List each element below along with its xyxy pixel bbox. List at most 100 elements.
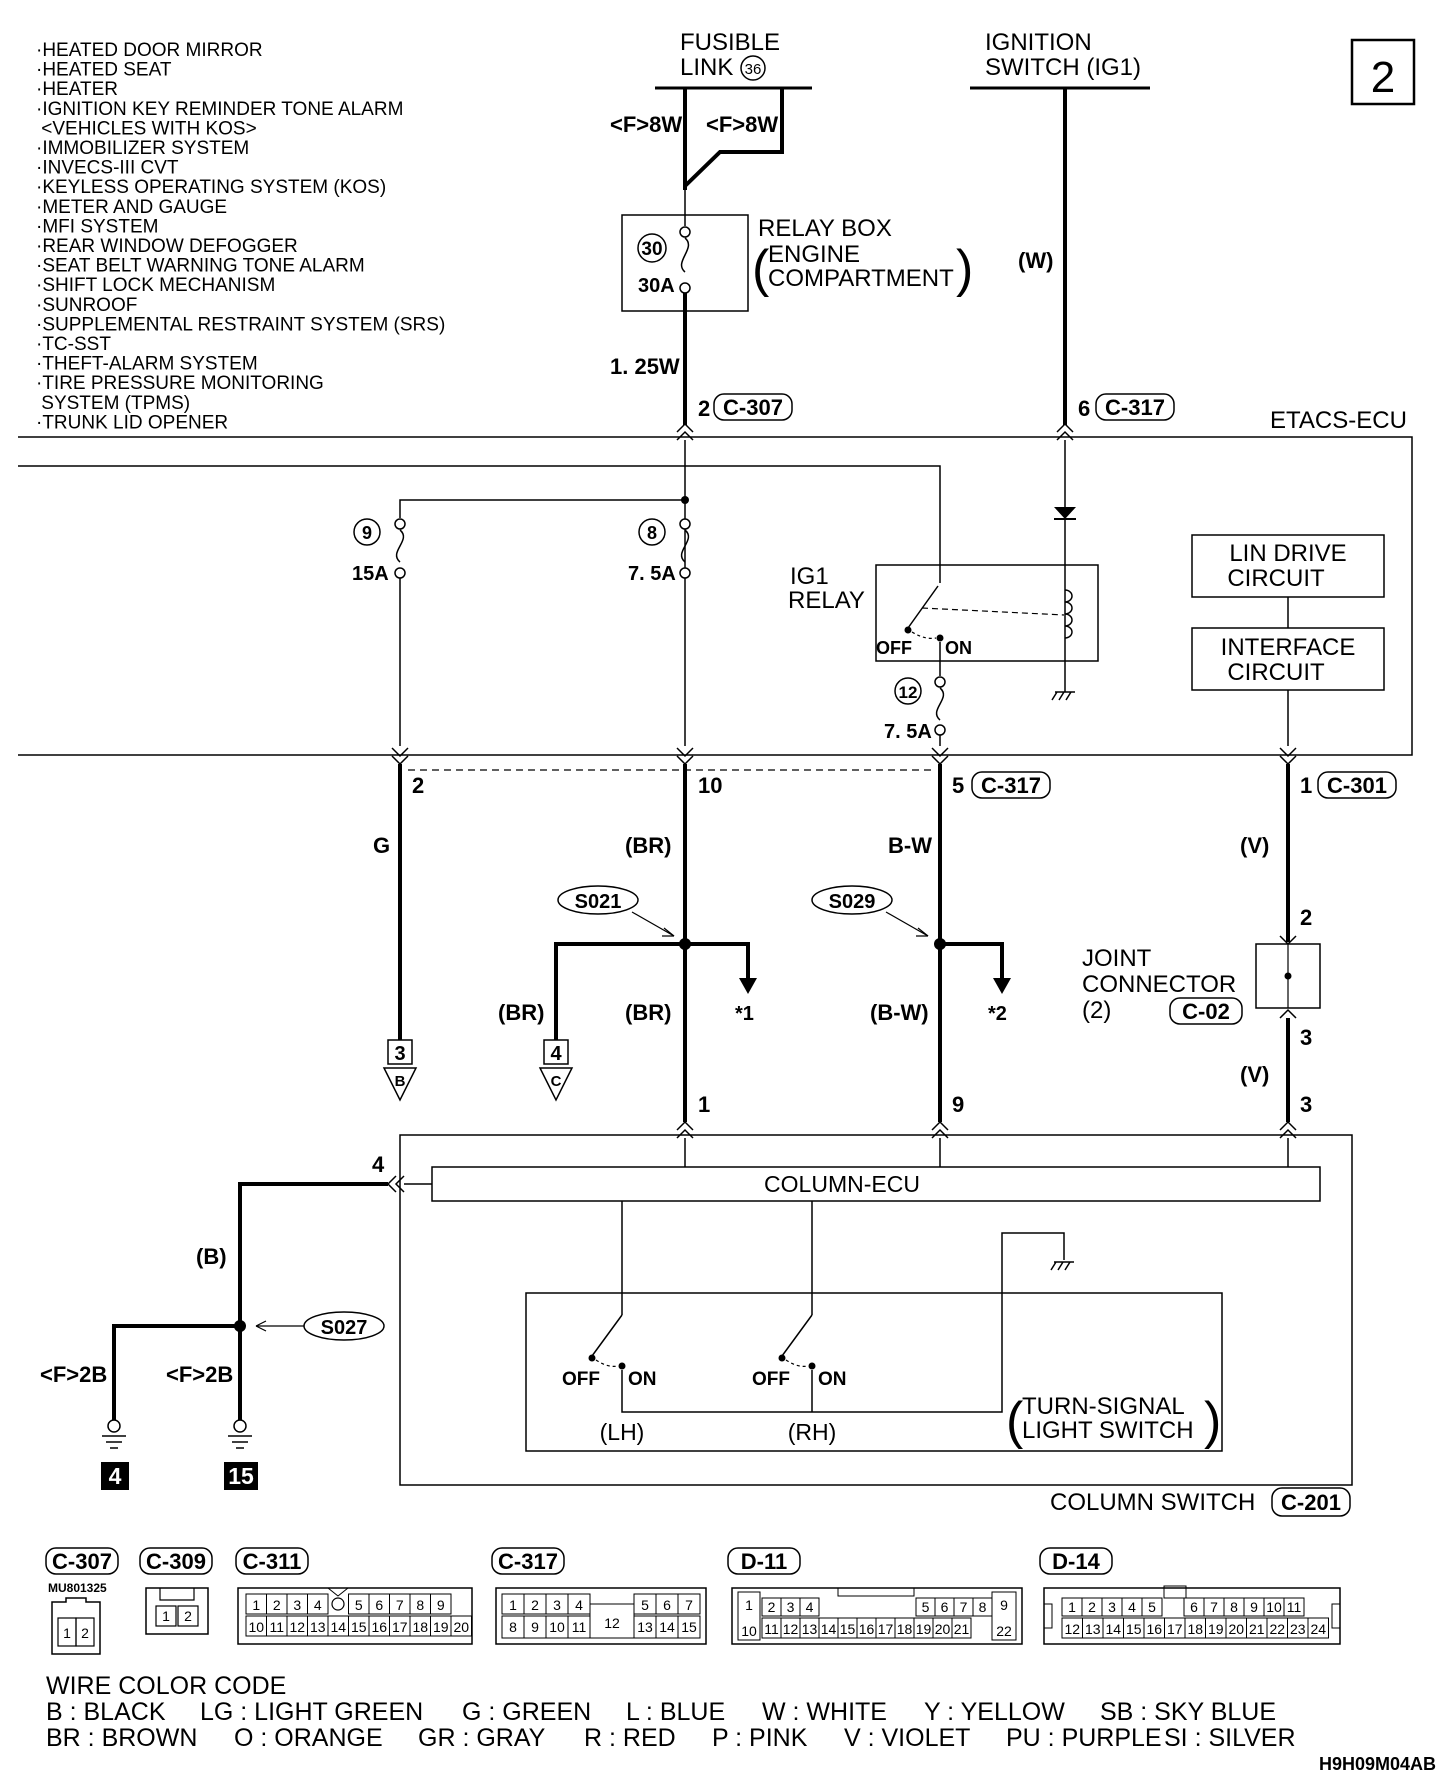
fuse-8-number: 8 <box>647 523 657 543</box>
wire-turn-signal-common <box>621 1232 1065 1413</box>
fuse-30-element <box>680 237 690 273</box>
d11-bot-pin: 19 <box>916 1621 932 1637</box>
fuse-12-number: 12 <box>899 683 918 702</box>
d11-right-cavity <box>991 1591 1017 1641</box>
d14-top-cavity <box>1283 1597 1305 1617</box>
ref-b-triangle <box>382 1067 418 1102</box>
d14-top-pin: 11 <box>1287 1599 1302 1615</box>
d11-title: D-11 <box>741 1549 787 1574</box>
c317-top-pin: 5 <box>641 1597 649 1613</box>
splice-s027-oval <box>303 1311 385 1341</box>
turn-lh-label: (LH) <box>600 1419 645 1445</box>
d14-left-key <box>1044 1603 1053 1629</box>
ig1-relay-off-dash <box>911 631 937 639</box>
ig1-relay-coil-link <box>921 607 1065 616</box>
d11-bot-pin: 13 <box>802 1621 818 1637</box>
c317-top-pin: 2 <box>531 1597 539 1613</box>
d11-left-top-pin: 1 <box>745 1597 753 1613</box>
c311-top-pin: 6 <box>375 1597 383 1613</box>
c311-bot-pin: 10 <box>248 1619 264 1635</box>
note-1: *1 <box>735 1003 754 1025</box>
c311-title-box <box>235 1547 309 1575</box>
d11-bot-pin: 12 <box>783 1621 799 1637</box>
d11-bot-pin: 11 <box>764 1621 779 1637</box>
fusible-link-label: FUSIBLE <box>680 29 780 56</box>
d14-top-pin: 6 <box>1190 1599 1198 1615</box>
c307-part-number: MU801325 <box>48 1581 107 1595</box>
c311-top-pin: 1 <box>252 1597 260 1613</box>
fuse-12-element <box>935 687 945 721</box>
fuse-12-terminal-bottom <box>934 724 946 736</box>
c317-top-pin: 4 <box>575 1597 583 1613</box>
relay-box-label-1: RELAY BOX <box>758 215 892 242</box>
ground-4-label: 4 <box>109 1463 122 1489</box>
wire-f8w-left: <F>8W <box>610 112 682 137</box>
turn-lh-on: ON <box>628 1369 657 1390</box>
c317-center-pin: 12 <box>604 1615 620 1631</box>
system-list-item: ·KEYLESS OPERATING SYSTEM (KOS) <box>36 177 386 198</box>
ref-b-number-box <box>387 1039 413 1065</box>
d14-top-cavity <box>1141 1597 1163 1617</box>
d11-bot-cavity <box>951 1617 972 1639</box>
c301-id: C-301 <box>1327 773 1387 798</box>
c309-latch <box>159 1588 195 1601</box>
relay-box-label-2: ENGINE <box>768 241 860 268</box>
ref-c-triangle <box>538 1067 574 1102</box>
etacs-pin1-arrow <box>1279 747 1297 766</box>
relay-box-fuse-no: 30 <box>641 239 662 260</box>
ground-4-box <box>101 1462 129 1490</box>
wire-color-code-title: WIRE COLOR CODE <box>46 1672 286 1700</box>
system-list-item: ·SUNROOF <box>36 295 137 316</box>
joint-connector-label-2: CONNECTOR <box>1082 971 1236 998</box>
d14-bot-pin: 14 <box>1105 1621 1121 1637</box>
d14-bot-pin: 22 <box>1269 1621 1285 1637</box>
ig1-relay-off: OFF <box>876 638 912 658</box>
column-pin3-arrow <box>1279 1120 1297 1139</box>
etacs-pin10: 10 <box>698 773 722 798</box>
wire-bw-label: B-W <box>888 833 932 858</box>
joint-connector-id: C-02 <box>1182 999 1230 1024</box>
c311-top-pin: 7 <box>396 1597 404 1613</box>
c317-bot-pin: 13 <box>637 1619 653 1635</box>
c307-title: C-307 <box>52 1549 112 1574</box>
etacs-pin5: 5 <box>952 773 964 798</box>
c311-bot-pin: 14 <box>330 1619 346 1635</box>
fuse-9-element <box>395 529 405 563</box>
ground-4-icon <box>102 1435 126 1449</box>
etacs-pin2-arrow <box>391 747 409 766</box>
d14-top-pin: 9 <box>1250 1599 1258 1615</box>
d11-top-pin: 8 <box>979 1599 987 1615</box>
splice-s029-pointer <box>885 911 929 937</box>
system-list-item: ·TRUNK LID OPENER <box>36 412 228 433</box>
d14-top-pin: 4 <box>1128 1599 1136 1615</box>
c311-top-pin: 4 <box>314 1597 322 1613</box>
system-list: ·HEATED DOOR MIRROR·HEATED SEAT·HEATER·I… <box>36 40 445 433</box>
ref-c-number-box <box>543 1039 569 1065</box>
d14-title-box <box>1039 1547 1113 1575</box>
fuse-8-terminal-top <box>679 518 691 530</box>
c317-bot-pin: 10 <box>549 1619 565 1635</box>
system-list-item: ·TC-SST <box>36 334 111 355</box>
wire-br-left-label: (BR) <box>498 1000 544 1025</box>
d14-bot-pin: 12 <box>1064 1621 1080 1637</box>
d11-left-bot-pin: 10 <box>741 1623 757 1639</box>
wire-color-code-entry: R : RED <box>584 1724 676 1752</box>
wire-color-code-entry: B : BLACK <box>46 1698 166 1726</box>
page-number-box <box>1350 38 1416 106</box>
turn-lh-on-contact <box>618 1362 626 1370</box>
turn-lh-pivot <box>588 1354 596 1362</box>
fuse-9-terminal-bottom <box>394 567 406 579</box>
turn-rh-on-contact <box>808 1362 816 1370</box>
system-list-item: ·MFI SYSTEM <box>36 216 158 237</box>
etacs-ground-icon <box>1051 691 1075 701</box>
wire-color-code-entry: BR : BROWN <box>46 1724 197 1752</box>
c309-cavity-2 <box>177 1605 199 1627</box>
d14-right-key <box>1331 1603 1340 1629</box>
system-list-item: ·TIRE PRESSURE MONITORING <box>36 373 324 394</box>
c317-id-box-bottom <box>971 771 1051 799</box>
d14-bot-pin: 21 <box>1249 1621 1265 1637</box>
c311-bot-pin: 20 <box>453 1619 469 1635</box>
